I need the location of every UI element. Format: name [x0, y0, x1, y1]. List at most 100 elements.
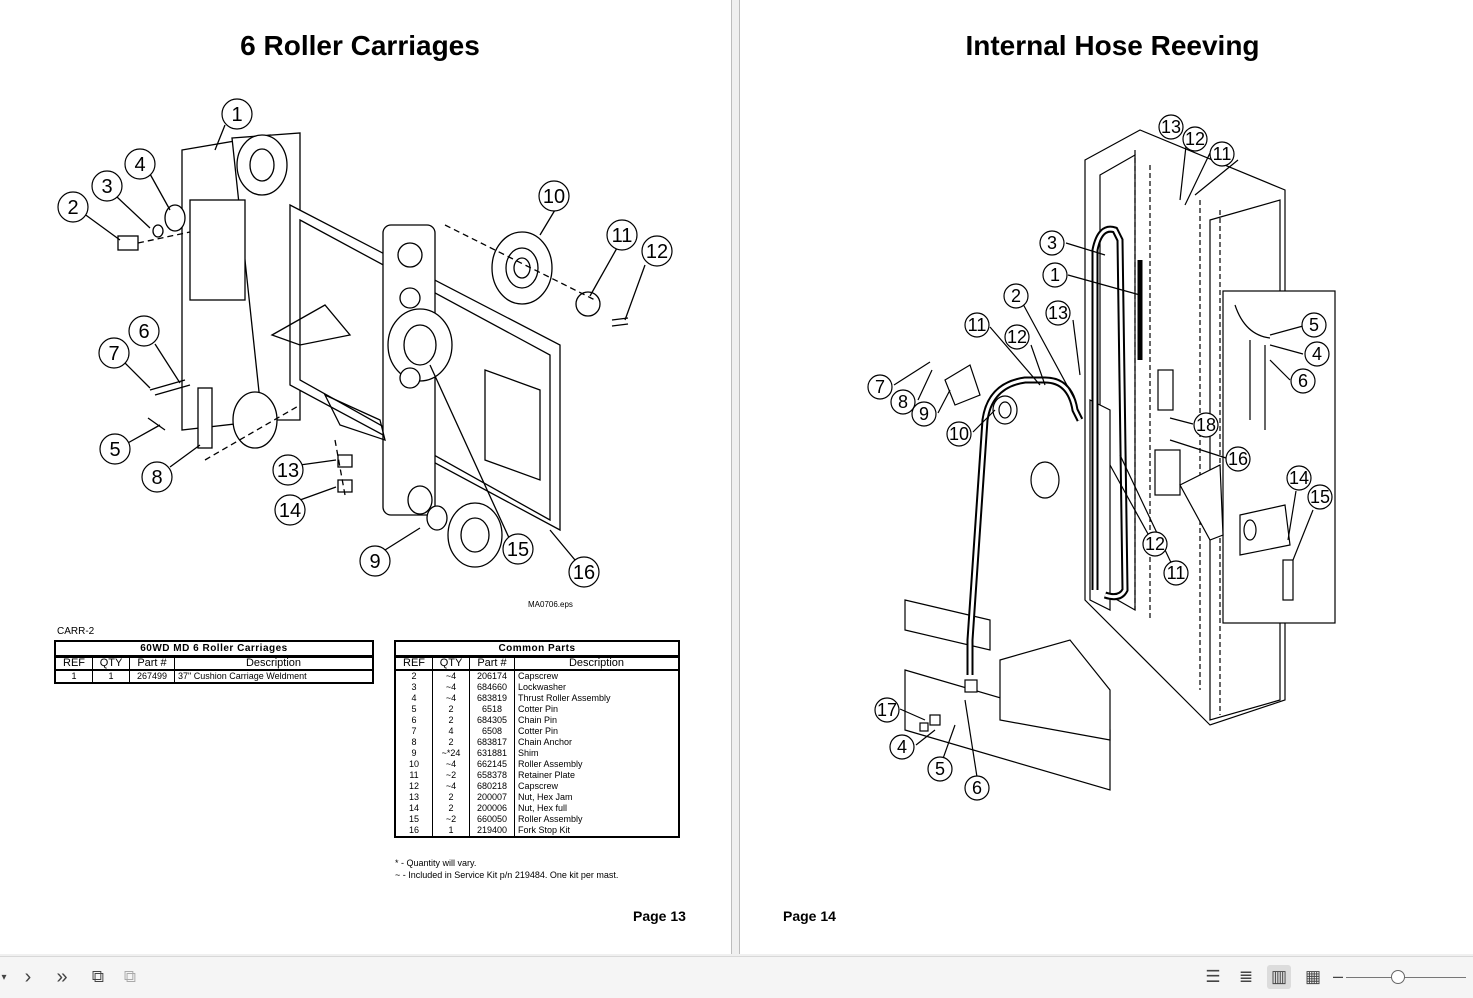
- col-header: REF: [394, 656, 433, 671]
- dropdown-arrow-icon[interactable]: ▾: [1, 971, 7, 983]
- note: ~ - Included in Service Kit p/n 219484. …: [395, 870, 619, 880]
- callout-13: 13: [1048, 303, 1068, 323]
- callout-12: 12: [1145, 534, 1165, 554]
- roller-carriage-diagram: 1 2 3 4 5 6 7 8 9 10 11 12 13 14 15 16: [57, 98, 673, 588]
- table-cell: ~4: [432, 693, 470, 704]
- callout-8: 8: [898, 392, 908, 412]
- right-page: Internal Hose Reeving: [739, 0, 1473, 954]
- callout-2: 2: [67, 197, 78, 219]
- page-title: Internal Hose Reeving: [965, 30, 1260, 61]
- table-cell: ~4: [432, 682, 470, 693]
- table-cell: 660050: [469, 814, 515, 825]
- zoom-out-icon[interactable]: –: [1333, 966, 1344, 986]
- two-page-icon[interactable]: ▥: [1267, 965, 1291, 989]
- col-header: QTY: [432, 656, 470, 671]
- table-cell: ~2: [432, 814, 470, 825]
- col-header: Description: [514, 656, 680, 671]
- table-cell: 1: [54, 670, 93, 684]
- table-cell: 1: [432, 825, 470, 838]
- callout-14: 14: [279, 500, 301, 522]
- table-cell: 2: [432, 803, 470, 814]
- callout-10: 10: [949, 424, 969, 444]
- table-cell: 2: [432, 704, 470, 715]
- table-cell: 1: [92, 670, 130, 684]
- col-header: Part #: [469, 656, 515, 671]
- table-cell: 683819: [469, 693, 515, 704]
- page-number: Page 14: [783, 908, 836, 924]
- table-cell: 5: [394, 704, 433, 715]
- table-cell: 2: [432, 737, 470, 748]
- table-cell: Nut, Hex Jam: [514, 792, 680, 803]
- table-cell: 14: [394, 803, 433, 814]
- callout-13: 13: [277, 460, 299, 482]
- table-cell: 13: [394, 792, 433, 803]
- col-header: QTY: [92, 656, 130, 671]
- table-cell: 267499: [129, 670, 175, 684]
- single-page-icon[interactable]: ☰: [1205, 967, 1221, 986]
- callout-11: 11: [1167, 563, 1186, 583]
- table-cell: 631881: [469, 748, 515, 759]
- common-parts-table: Common Parts REF QTY Part # Description …: [394, 640, 680, 838]
- table-cell: 2: [394, 670, 433, 682]
- rotate-icon[interactable]: ⧉: [91, 967, 105, 986]
- callout-11: 11: [612, 225, 633, 247]
- col-header: Description: [174, 656, 374, 671]
- table-cell: 4: [394, 693, 433, 704]
- callout-3: 3: [101, 176, 112, 198]
- continuous-icon[interactable]: ≣: [1238, 967, 1254, 986]
- table-cell: 683817: [469, 737, 515, 748]
- next-page-icon[interactable]: ›: [24, 965, 32, 988]
- table-cell: ~2: [432, 770, 470, 781]
- left-page: 6 Roller Carriages: [0, 0, 732, 954]
- callout-group: 1 2 3 4 5 6 7 8 9 10 11 12 13 14 15 16: [57, 98, 673, 588]
- callout-6: 6: [972, 778, 982, 798]
- callout-5: 5: [109, 439, 120, 461]
- callout-2: 2: [1011, 286, 1021, 306]
- last-page-icon[interactable]: »: [56, 965, 68, 988]
- callout-5: 5: [935, 759, 945, 779]
- table-title: 60WD MD 6 Roller Carriages: [54, 640, 374, 656]
- callout-4: 4: [897, 737, 907, 757]
- callout-1: 1: [231, 104, 242, 126]
- table-cell: Capscrew: [514, 670, 680, 682]
- hose-reeving-diagram: 1 2 3 4 5 6 7 8 9 10 11 12 13 11 12 13 1…: [867, 114, 1336, 801]
- col-header: REF: [54, 656, 93, 671]
- callout-group: 1 2 3 4 5 6 7 8 9 10 11 12 13 11 12 13 1…: [867, 114, 1333, 801]
- table-cell: 6: [394, 715, 433, 726]
- table-cell: 15: [394, 814, 433, 825]
- callout-11: 11: [968, 315, 987, 335]
- table-cell: 206174: [469, 670, 515, 682]
- note: * - Quantity will vary.: [395, 858, 477, 868]
- table-cell: 37" Cushion Carriage Weldment: [174, 670, 374, 684]
- callout-10: 10: [543, 186, 565, 208]
- table-cell: 6508: [469, 726, 515, 737]
- table-cell: 680218: [469, 781, 515, 792]
- table-cell: Chain Pin: [514, 715, 680, 726]
- table-cell: Roller Assembly: [514, 759, 680, 770]
- callout-15: 15: [507, 539, 529, 561]
- callout-12: 12: [1007, 327, 1027, 347]
- zoom-slider[interactable]: [1346, 977, 1466, 978]
- table-cell: Retainer Plate: [514, 770, 680, 781]
- carriage-parts-table: 60WD MD 6 Roller Carriages REF QTY Part …: [54, 640, 374, 684]
- grid-icon[interactable]: ▦: [1304, 967, 1322, 986]
- figure-id: MA0706.eps: [528, 600, 573, 609]
- table-cell: 200007: [469, 792, 515, 803]
- zoom-slider-thumb[interactable]: [1391, 970, 1405, 984]
- fit-icon[interactable]: ⧉: [123, 967, 137, 986]
- callout-17: 17: [877, 700, 897, 720]
- callout-8: 8: [151, 467, 162, 489]
- callout-1: 1: [1050, 265, 1060, 285]
- table-cell: Fork Stop Kit: [514, 825, 680, 838]
- callout-4: 4: [134, 154, 145, 176]
- table-cell: 219400: [469, 825, 515, 838]
- table-cell: 9: [394, 748, 433, 759]
- callout-18: 18: [1196, 415, 1216, 435]
